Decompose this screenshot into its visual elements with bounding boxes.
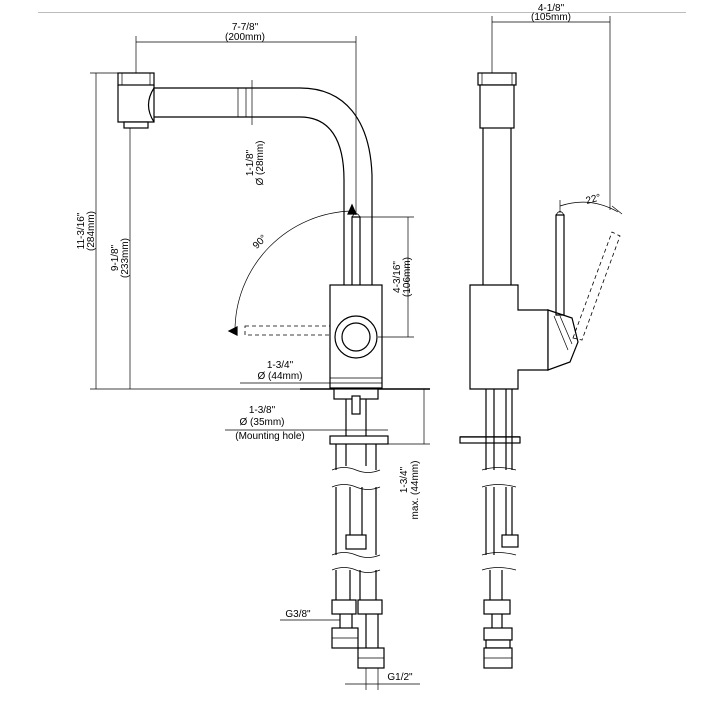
mixer-body — [300, 284, 430, 390]
handle-height-inch: 4-3/16" — [392, 261, 403, 293]
side-under-counter — [459, 389, 521, 669]
side-width-mm: (105mm) — [531, 12, 571, 23]
top-rule — [38, 12, 686, 13]
overall-width-inch: 7-7/8" — [232, 22, 259, 33]
thread-g1-2: G1/2" — [387, 672, 413, 683]
total-height-mm: (284mm) — [86, 211, 97, 251]
spout-tube — [154, 87, 373, 285]
mount-dia-inch: 1-3/8" — [249, 405, 276, 416]
aerator-head — [117, 72, 155, 129]
spout-height-mm: (233mm) — [120, 238, 131, 278]
side-tilt-angle: 22° — [585, 192, 602, 207]
side-body — [469, 284, 579, 390]
dimension-labels: 7-7/8" (200mm) 4-1/8" (105mm) 1-1/8" Ø (… — [76, 3, 602, 683]
base-dia-inch: 1-3/4" — [267, 360, 294, 371]
total-height-inch: 11-3/16" — [76, 212, 87, 249]
handle-height-mm: (106mm) — [402, 257, 413, 297]
base-dia-mm: Ø (44mm) — [258, 371, 303, 382]
front-rotation-angle: 90° — [251, 233, 269, 251]
side-view — [459, 72, 623, 669]
mount-dia-mm: Ø (35mm) — [240, 417, 285, 428]
dimension-lines — [90, 16, 611, 690]
counter-max-mm: max. (44mm) — [410, 461, 421, 520]
side-aerator-head — [477, 72, 517, 129]
spout-dia-mm: Ø (28mm) — [255, 141, 266, 186]
thread-g3-8: G3/8" — [285, 609, 311, 620]
spout-dia-inch: 1-1/8" — [245, 149, 256, 176]
mount-hole-label: (Mounting hole) — [235, 431, 304, 442]
side-handle-lever — [555, 211, 565, 316]
side-spout-tube — [482, 128, 512, 285]
side-handle-tilted — [559, 200, 623, 341]
counter-max-inch: 1-3/4" — [399, 466, 410, 493]
side-width-inch: 4-1/8" — [538, 3, 565, 14]
front-view — [117, 72, 430, 669]
under-counter-assembly — [329, 388, 389, 669]
spout-height-inch: 9-1/8" — [110, 244, 121, 271]
overall-width-mm: (200mm) — [225, 32, 265, 43]
